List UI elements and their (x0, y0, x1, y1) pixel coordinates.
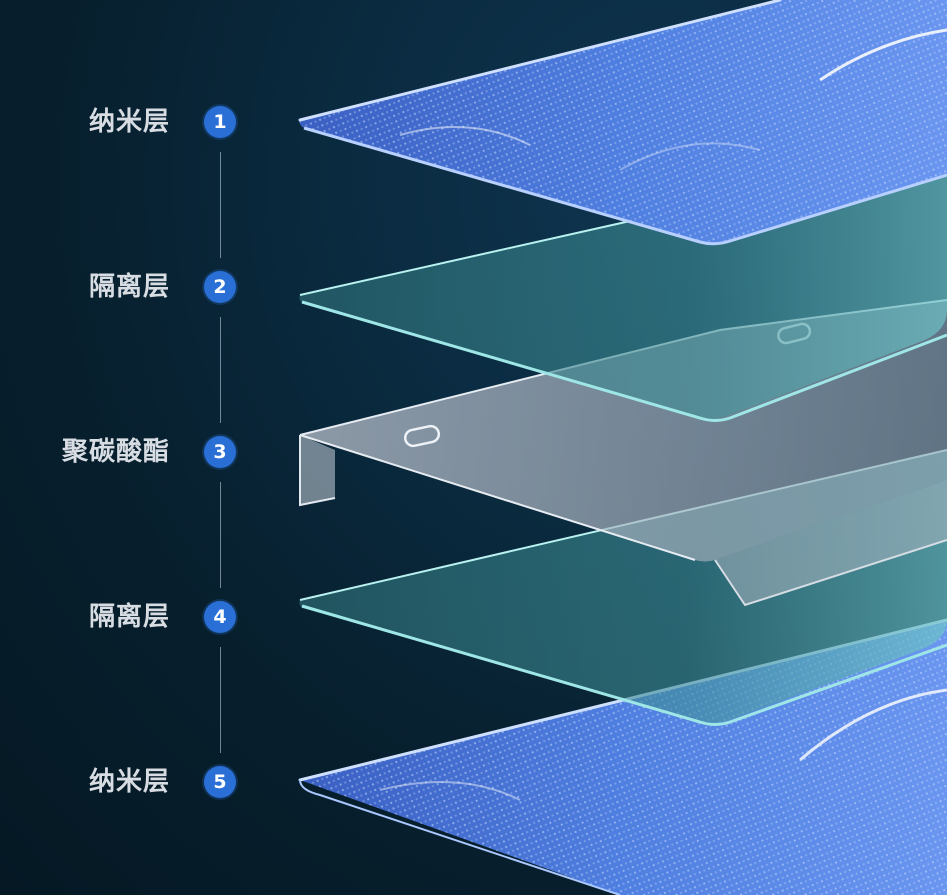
layer-label: 隔离层 (88, 602, 170, 632)
connector-line-1-2 (220, 152, 221, 258)
layer-label: 隔离层 (88, 272, 170, 302)
layer-label: 纳米层 (88, 767, 170, 797)
connector-line-3-4 (220, 482, 221, 588)
layer-row-5: 纳米层 5 (0, 764, 290, 800)
layer-row-1: 纳米层 1 (0, 104, 290, 140)
layer-number-badge: 1 (204, 106, 236, 138)
layer-legend: 纳米层 1 隔离层 2 聚碳酸酯 3 隔离层 4 纳米层 5 (0, 0, 290, 895)
layer-row-4: 隔离层 4 (0, 599, 290, 635)
layer-number-badge: 3 (204, 436, 236, 468)
connector-line-4-5 (220, 647, 221, 753)
layer-number-badge: 5 (204, 766, 236, 798)
layer-label: 聚碳酸酯 (61, 437, 170, 467)
connector-line-2-3 (220, 317, 221, 423)
layer-row-3: 聚碳酸酯 3 (0, 434, 290, 470)
nano-layer-top (298, 0, 947, 246)
layer-number-badge: 4 (204, 601, 236, 633)
layer-label: 纳米层 (88, 107, 170, 137)
layer-number-badge: 2 (204, 271, 236, 303)
layer-row-2: 隔离层 2 (0, 269, 290, 305)
